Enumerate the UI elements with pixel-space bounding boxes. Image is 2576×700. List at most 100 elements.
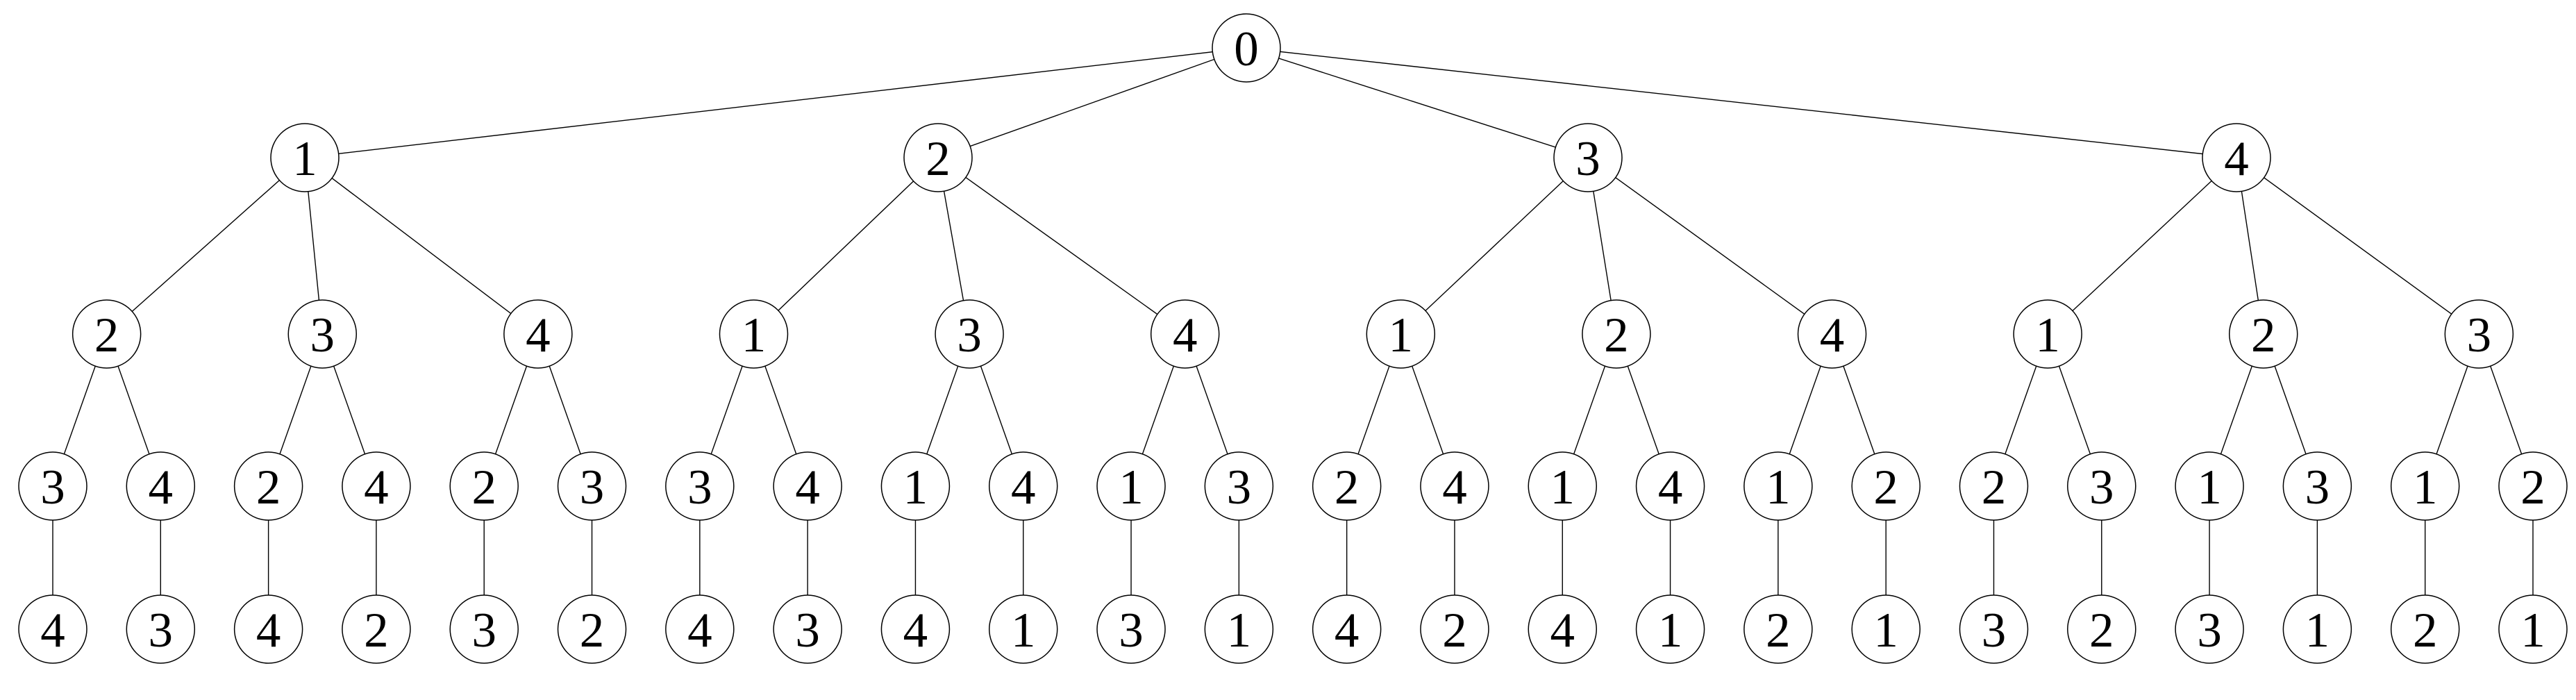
- node-label: 3: [310, 308, 335, 362]
- tree-edge: [937, 47, 1247, 158]
- node-label: 2: [94, 308, 119, 362]
- node-label: 4: [256, 603, 281, 658]
- node-label: 2: [364, 603, 389, 658]
- node-circle: [2390, 451, 2460, 521]
- tree-node-level-3: 2: [1959, 451, 2029, 521]
- node-circle: [988, 451, 1058, 521]
- node-label: 3: [2197, 603, 2222, 658]
- node-circle: [1851, 594, 1921, 664]
- edges-layer: [52, 47, 2534, 629]
- node-label: 3: [1227, 460, 1252, 515]
- tree-node-level-3: 4: [773, 451, 842, 521]
- node-circle: [1553, 123, 1623, 192]
- node-label: 1: [2197, 460, 2222, 515]
- node-circle: [1528, 594, 1598, 664]
- tree-node-level-3: 4: [988, 451, 1058, 521]
- node-circle: [2175, 451, 2244, 521]
- node-label: 1: [2305, 603, 2330, 658]
- tree-node-level-2: 1: [2013, 299, 2082, 369]
- node-circle: [1096, 594, 1166, 664]
- node-label: 1: [2035, 308, 2060, 362]
- node-circle: [1212, 13, 1281, 83]
- tree-node-level-2: 2: [72, 299, 142, 369]
- tree-node-level-4: 3: [1096, 594, 1166, 664]
- node-label: 3: [1119, 603, 1144, 658]
- node-circle: [773, 594, 842, 664]
- node-label: 2: [2520, 460, 2545, 515]
- tree-node-level-3: 1: [1743, 451, 1813, 521]
- node-circle: [18, 451, 87, 521]
- node-circle: [1851, 451, 1921, 521]
- tree-edge: [1587, 157, 1832, 335]
- tree-node-level-3: 2: [449, 451, 519, 521]
- node-circle: [557, 451, 627, 521]
- tree-node-level-3: 2: [2498, 451, 2568, 521]
- node-label: 3: [2305, 460, 2330, 515]
- tree-node-level-2: 1: [719, 299, 789, 369]
- tree-node-level-2: 2: [1582, 299, 1651, 369]
- node-circle: [342, 451, 411, 521]
- node-label: 4: [1820, 308, 1845, 362]
- node-circle: [880, 594, 951, 664]
- tree-node-level-4: 4: [1312, 594, 1382, 664]
- tree-node-level-3: 1: [1096, 451, 1166, 521]
- node-circle: [126, 451, 196, 521]
- tree-node-level-4: 1: [1204, 594, 1274, 664]
- node-label: 2: [256, 460, 281, 515]
- tree-edge: [304, 157, 539, 335]
- node-label: 2: [926, 132, 951, 186]
- node-label: 3: [1982, 603, 2007, 658]
- node-label: 4: [149, 460, 174, 515]
- tree-node-level-3: 3: [2067, 451, 2136, 521]
- node-label: 2: [2413, 603, 2438, 658]
- node-circle: [1204, 594, 1274, 664]
- tree-node-level-3: 3: [1204, 451, 1274, 521]
- node-label: 1: [1389, 308, 1414, 362]
- node-label: 3: [795, 603, 820, 658]
- node-label: 4: [1550, 603, 1575, 658]
- tree-edge: [106, 157, 306, 335]
- node-circle: [2202, 123, 2271, 192]
- tree-node-level-4: 2: [1743, 594, 1813, 664]
- node-circle: [2282, 451, 2352, 521]
- node-circle: [2444, 299, 2514, 369]
- node-circle: [126, 594, 196, 664]
- node-circle: [1797, 299, 1867, 369]
- node-label: 3: [687, 460, 712, 515]
- tree-node-level-4: 1: [2282, 594, 2352, 664]
- tree-node-level-4: 3: [2175, 594, 2244, 664]
- tree-node-level-2: 1: [1366, 299, 1436, 369]
- node-circle: [503, 299, 573, 369]
- node-circle: [2390, 594, 2460, 664]
- node-label: 1: [1658, 603, 1683, 658]
- node-label: 1: [1011, 603, 1036, 658]
- tree-node-level-4: 3: [1959, 594, 2029, 664]
- tree-edge: [1246, 47, 1589, 158]
- node-circle: [342, 594, 411, 664]
- node-label: 1: [292, 132, 317, 186]
- node-circle: [449, 594, 519, 664]
- node-circle: [1096, 451, 1166, 521]
- tree-edge: [937, 157, 1186, 335]
- node-circle: [270, 123, 340, 192]
- tree-node-level-3: 3: [557, 451, 627, 521]
- node-circle: [665, 451, 735, 521]
- node-label: 1: [903, 460, 928, 515]
- node-label: 3: [2089, 460, 2114, 515]
- node-circle: [2013, 299, 2082, 369]
- tree-node-level-3: 4: [126, 451, 196, 521]
- node-circle: [2282, 594, 2352, 664]
- tree-node-level-4: 4: [233, 594, 303, 664]
- tree-node-level-2: 2: [2228, 299, 2298, 369]
- node-circle: [719, 299, 789, 369]
- node-circle: [773, 451, 842, 521]
- node-label: 3: [580, 460, 605, 515]
- tree-node-level-4: 2: [342, 594, 411, 664]
- node-label: 2: [1982, 460, 2007, 515]
- node-label: 3: [1575, 132, 1600, 186]
- tree-node-level-4: 4: [18, 594, 87, 664]
- node-circle: [233, 594, 303, 664]
- tree-edge: [1400, 157, 1589, 335]
- node-label: 4: [526, 308, 551, 362]
- tree-node-level-4: 1: [988, 594, 1058, 664]
